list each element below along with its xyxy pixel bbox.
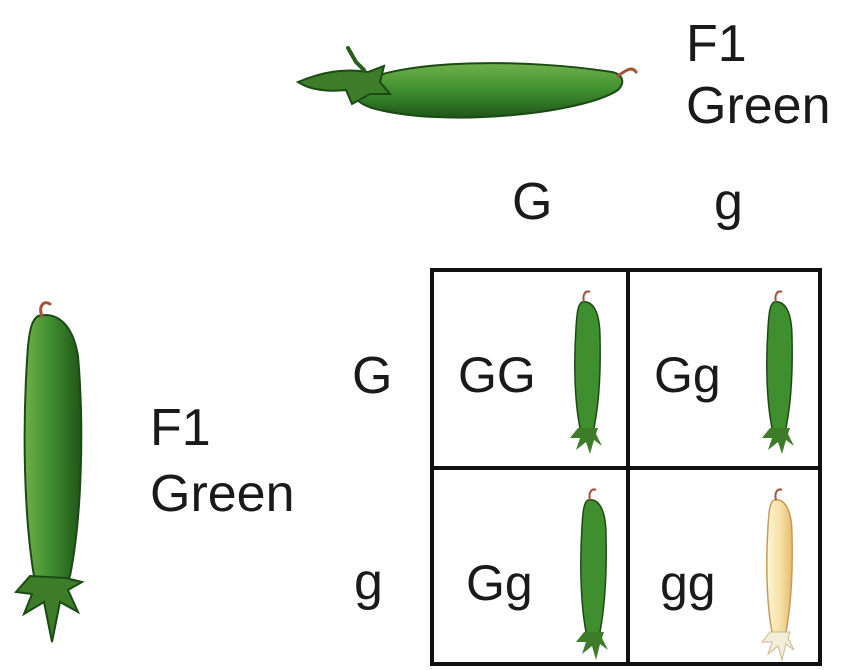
green-pod-icon bbox=[570, 290, 602, 454]
top-allele-recessive: g bbox=[714, 173, 743, 231]
top-parent-phenotype: Green bbox=[686, 77, 831, 135]
cell-genotype: GG bbox=[458, 347, 536, 403]
cell-top-right: Gg bbox=[630, 272, 820, 464]
top-allele-dominant: G bbox=[512, 173, 553, 231]
cell-bottom-right: gg bbox=[630, 470, 820, 662]
green-pod-icon bbox=[762, 290, 794, 454]
grid-horizontal-divider bbox=[434, 466, 818, 470]
cell-genotype: gg bbox=[660, 555, 716, 611]
left-parent-generation: F1 bbox=[150, 399, 211, 457]
yellow-pod-icon bbox=[760, 488, 795, 662]
cell-top-left: GG bbox=[434, 272, 624, 464]
punnett-square: GG Gg Gg gg bbox=[430, 268, 822, 666]
top-parent-pod-image bbox=[295, 46, 638, 119]
left-parent-phenotype: Green bbox=[150, 465, 295, 523]
cell-genotype: Gg bbox=[654, 347, 721, 403]
top-parent-generation: F1 bbox=[686, 15, 747, 73]
green-pod-icon bbox=[576, 488, 608, 660]
left-allele-recessive: g bbox=[354, 553, 383, 611]
cell-bottom-left: Gg bbox=[434, 470, 624, 662]
cell-genotype: Gg bbox=[466, 555, 533, 611]
left-allele-dominant: G bbox=[352, 347, 393, 405]
left-parent-pod-image bbox=[14, 301, 85, 643]
